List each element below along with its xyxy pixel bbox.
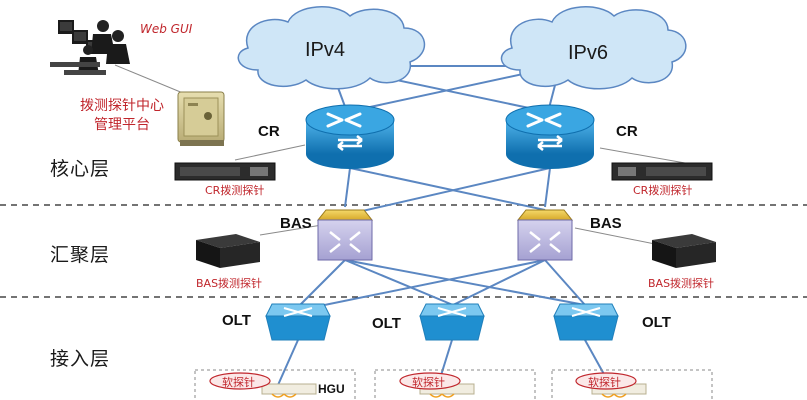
hgu-device-1 [261,383,317,398]
hgu-box-3 [551,369,713,400]
cr-probe-right-device [611,162,713,181]
core-router-right [505,104,595,169]
soft-probe-1-marker [209,372,271,390]
soft-probe-2-marker [399,372,461,390]
olt-mid [419,303,485,341]
bas-right-label: BAS [590,215,622,232]
hgu-box-2 [374,369,536,400]
soft-probe-3-marker [575,372,637,390]
web-gui-label: Web GUI [140,22,193,36]
soft-probe-3-label: 软探针 [588,376,621,389]
cr-left-label: CR [258,123,280,140]
olt-mid-label: OLT [372,315,401,332]
olt-right-label: OLT [642,314,671,331]
olt-left [265,303,331,341]
cr-probe-right-label: CR拨测探针 [633,184,693,197]
hgu-label: HGU [318,382,345,396]
ipv6-label: IPv6 [568,42,609,64]
soft-probe-2-label: 软探针 [412,376,445,389]
layer-aggregation-label: 汇聚层 [50,244,111,266]
olt-left-label: OLT [222,312,251,329]
bas-probe-left-label: BAS拨测探针 [196,277,263,290]
olt-right [553,303,619,341]
soft-probe-1-label: 软探针 [222,376,255,389]
management-server-icon [177,91,225,146]
bas-switch-left [316,209,374,261]
cr-right-label: CR [616,123,638,140]
core-router-left [305,104,395,169]
layer-core-label: 核心层 [50,158,111,180]
bas-left-label: BAS [280,215,312,232]
cr-probe-left-label: CR拨测探针 [205,184,265,197]
bas-probe-right-device [652,234,716,268]
cr-probe-left-device [174,162,276,181]
center-label-line1: 拨测探针中心 [80,98,164,114]
ipv4-label: IPv4 [305,39,346,61]
operators-icon [50,20,130,75]
bas-probe-left-device [196,234,260,268]
hgu-box-1 [194,369,356,400]
bas-switch-right [516,209,574,261]
ipv4-cloud [237,6,426,90]
center-label-line2: 管理平台 [94,117,150,133]
bas-probe-right-label: BAS拨测探针 [648,277,715,290]
layer-access-label: 接入层 [50,348,111,370]
ipv6-cloud [500,6,687,90]
